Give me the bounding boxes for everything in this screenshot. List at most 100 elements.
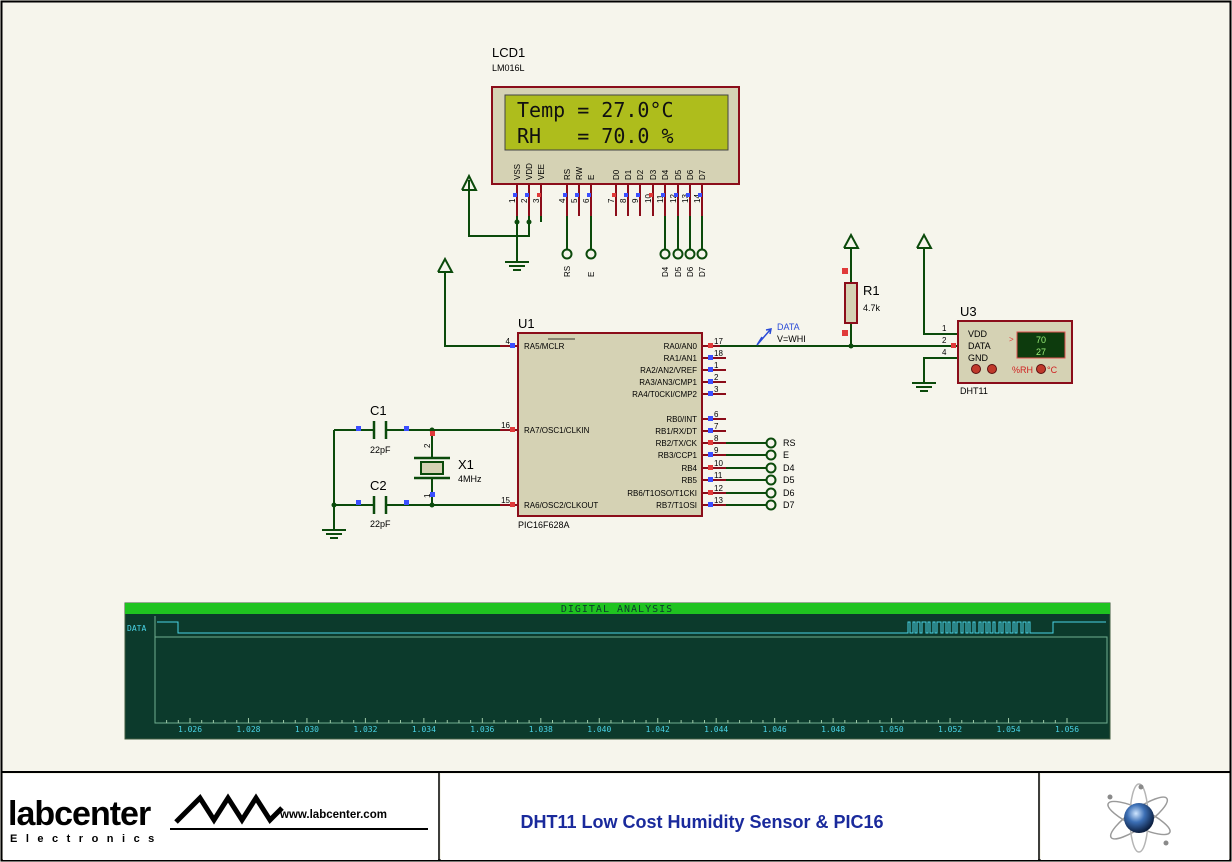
capacitor-c2[interactable]: C2 22pF xyxy=(370,478,391,529)
mcu-port-terminal[interactable] xyxy=(765,449,777,461)
mcu-pin-name: RB7/T1OSI xyxy=(656,501,697,510)
mcu-pin-marker xyxy=(708,502,713,507)
lcd-bus-terminal[interactable] xyxy=(561,248,573,260)
mcu-pin-marker xyxy=(708,343,713,348)
lcd-pin-marker xyxy=(612,193,616,197)
mcu-right-pins: RA0/AN017RA1/AN118RA2/AN2/VREF1RA3/AN3/C… xyxy=(627,337,726,510)
dht11-decrease-button[interactable] xyxy=(971,364,981,374)
lcd-pin-name: RS xyxy=(563,169,572,180)
mcu-port-terminal[interactable] xyxy=(765,437,777,449)
mcu-pin-number: 17 xyxy=(714,337,723,346)
oscillator-pin-markers xyxy=(356,426,435,505)
lcd-pin-number: 1 xyxy=(508,198,517,203)
lcd-pin-number: 4 xyxy=(558,198,567,203)
mcu-port-label: E xyxy=(783,450,789,460)
lcd-pin-marker xyxy=(513,193,517,197)
lcd-bus-terminal[interactable] xyxy=(696,248,708,260)
dht11-component[interactable]: U3 DHT11 VDD DATA GND 1 2 4 > 70 27 %RH … xyxy=(942,304,1073,396)
mcu-port-terminal[interactable] xyxy=(765,499,777,511)
lcd-pin-number: 6 xyxy=(582,198,591,203)
dht11-pin-gnd: GND xyxy=(968,353,989,363)
x1-pin-bottom: 1 xyxy=(423,493,432,498)
lcd-bus-terminal[interactable] xyxy=(672,248,684,260)
dht11-increase-button[interactable] xyxy=(987,364,997,374)
mcu-pin-name: RB0/INT xyxy=(666,415,697,424)
mcu-pin-name: RB5 xyxy=(681,476,697,485)
lcd-pin-marker xyxy=(575,193,579,197)
mcu-component[interactable]: U1 PIC16F628A RA5/MCLR4RA7/OSC1/CLKIN16R… xyxy=(500,316,726,530)
lcd-pin-name: D2 xyxy=(636,169,645,180)
lcd-pin-marker xyxy=(674,193,678,197)
lcd-bus-terminal[interactable] xyxy=(659,248,671,260)
lcd-pin-name: D6 xyxy=(686,169,695,180)
mcu-pin-number: 12 xyxy=(714,484,723,493)
mcu-model: PIC16F628A xyxy=(518,520,570,530)
analysis-tick-label: 1.028 xyxy=(236,725,260,734)
resistor-r1[interactable]: R1 4.7k xyxy=(842,268,881,336)
analysis-tick-label: 1.036 xyxy=(470,725,494,734)
lcd-pin-name: D1 xyxy=(624,169,633,180)
lcd-component[interactable]: LCD1 LM016L Temp = 27.0°C RH = 70.0 % VS… xyxy=(491,45,740,216)
dht11-arrow: > xyxy=(1009,335,1014,344)
mcu-pin-marker xyxy=(510,427,515,432)
voltage-probe[interactable]: DATA V=WHI xyxy=(756,322,806,346)
mcu-pin-number: 4 xyxy=(506,337,511,346)
lcd-pin-number: 12 xyxy=(669,194,678,203)
logo-wordmark: labcenter xyxy=(8,795,151,833)
lcd-pin-marker xyxy=(624,193,628,197)
dht11-pin-data: DATA xyxy=(968,341,991,351)
analysis-tick-label: 1.054 xyxy=(996,725,1020,734)
lcd-pin-name: VEE xyxy=(537,164,546,180)
mcu-pin-marker xyxy=(510,502,515,507)
data-line xyxy=(720,232,938,347)
mcu-pin-marker xyxy=(708,367,713,372)
mcu-pin-marker xyxy=(708,428,713,433)
lcd-pin-name: VDD xyxy=(525,163,534,180)
lcd-pin-number: 9 xyxy=(631,198,640,203)
mcu-pin-name: RB3/CCP1 xyxy=(658,451,698,460)
mcu-body xyxy=(517,332,703,517)
drawing-title: DHT11 Low Cost Humidity Sensor & PIC16 xyxy=(520,812,883,832)
lcd-pin-number: 2 xyxy=(520,198,529,203)
analysis-tick-label: 1.046 xyxy=(763,725,787,734)
mcu-pin-number: 15 xyxy=(501,496,510,505)
capacitor-c1[interactable]: C1 22pF xyxy=(370,403,391,455)
analysis-tick-label: 1.026 xyxy=(178,725,202,734)
analysis-title-bar xyxy=(125,603,1110,614)
lcd-pin-name: D7 xyxy=(698,169,707,180)
mcu-left-pins: RA5/MCLR4RA7/OSC1/CLKIN16RA6/OSC2/CLKOUT… xyxy=(500,337,598,510)
crystal-x1[interactable]: X1 4MHz 2 1 xyxy=(414,443,482,498)
lcd-pin-number: 5 xyxy=(570,198,579,203)
lcd-bus-terminal[interactable] xyxy=(585,248,597,260)
x1-value: 4MHz xyxy=(458,474,482,484)
c1-ref: C1 xyxy=(370,403,387,418)
dht11-mode-button[interactable] xyxy=(1036,364,1046,374)
lcd-model: LM016L xyxy=(492,63,525,73)
lcd-bus-label: D6 xyxy=(686,266,695,277)
lcd-pin-marker xyxy=(563,193,567,197)
lcd-junctions xyxy=(514,219,532,225)
lcd-pin-number: 11 xyxy=(656,194,665,203)
c2-ref: C2 xyxy=(370,478,387,493)
lcd-pin-number: 3 xyxy=(532,198,541,203)
lcd-pin-name: D5 xyxy=(674,169,683,180)
analysis-title: DIGITAL ANALYSIS xyxy=(561,604,673,615)
labcenter-logo: labcenter Electronics www.labcenter.com xyxy=(8,793,428,845)
analysis-tick-label: 1.048 xyxy=(821,725,845,734)
mcu-pin-name: RB4 xyxy=(681,464,697,473)
mcu-port-terminal[interactable] xyxy=(765,462,777,474)
lcd-pin-marker xyxy=(636,193,640,197)
mcu-port-terminal[interactable] xyxy=(765,487,777,499)
mcu-pin-number: 3 xyxy=(714,385,719,394)
mcu-pin-number: 7 xyxy=(714,422,719,431)
lcd-pin-marker xyxy=(649,193,653,197)
r1-ref: R1 xyxy=(863,283,880,298)
mcu-port-terminal[interactable] xyxy=(765,474,777,486)
lcd-pin-number: 14 xyxy=(693,194,702,203)
dht11-pin-num-1: 1 xyxy=(942,324,947,333)
lcd-bus-terminal[interactable] xyxy=(684,248,696,260)
